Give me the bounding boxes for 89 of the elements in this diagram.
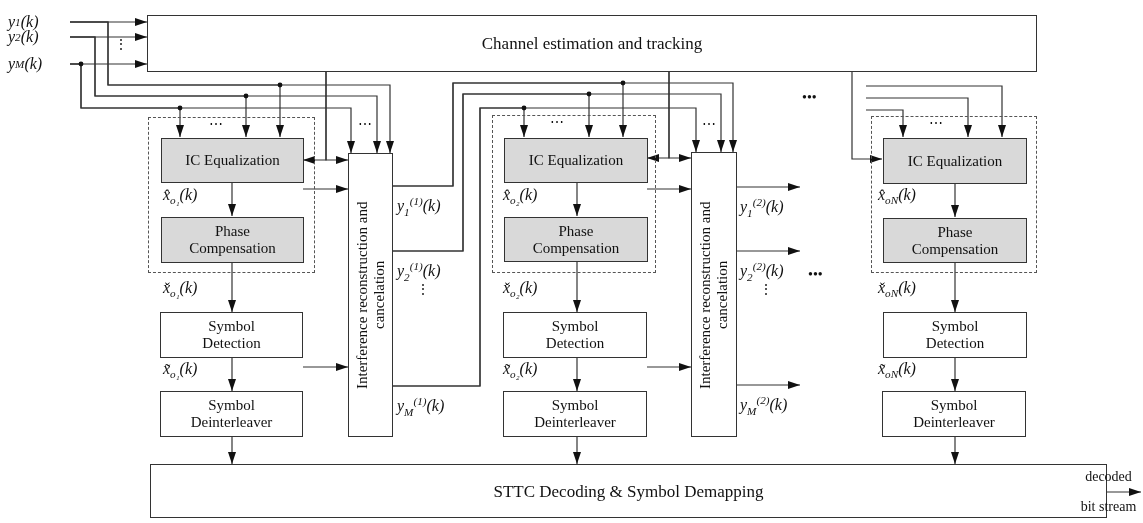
ellipsis-dots: ⋯ [358, 118, 372, 132]
edge-label: x̂$_{o₂}$(k) [503, 186, 538, 209]
edge-label: x̌$_{o₁}$(k) [163, 279, 198, 302]
arrow [865, 109, 907, 138]
box-label: Symbol Deinterleaver [189, 397, 274, 431]
ellipsis-dots: ••• [802, 91, 817, 105]
arrow [392, 82, 737, 187]
arrow [736, 381, 801, 389]
arrow [1106, 488, 1142, 496]
box-label: Phase Compensation [910, 223, 1000, 258]
arrow [228, 436, 236, 465]
arrow [668, 71, 692, 162]
arrow [865, 97, 972, 138]
process-box [504, 138, 648, 183]
arrow [951, 182, 959, 218]
process-box [161, 138, 304, 183]
process-box [883, 138, 1027, 184]
dashed-group-box [148, 117, 315, 273]
arrow [951, 357, 959, 392]
process-box [160, 391, 303, 437]
box-label: Phase Compensation [531, 222, 621, 257]
box-label: Symbol Detection [924, 318, 986, 352]
box-label: IC Equalization [185, 152, 280, 169]
arrow [228, 261, 236, 313]
box-label: Symbol Detection [201, 318, 262, 352]
box-label: IC Equalization [528, 152, 624, 169]
edge-label: y$_{2}$$^{(1)}$(k) [397, 259, 441, 284]
edge-label: x̌$_{o₂}$(k) [503, 279, 538, 302]
arrow [302, 185, 349, 193]
edge-label: x̃$_{oN}$(k) [878, 360, 916, 383]
arrow [573, 436, 581, 465]
edge-label: y$_{1}$$^{(1)}$(k) [397, 194, 441, 220]
arrow [865, 85, 1006, 138]
process-box [883, 312, 1027, 358]
edge-label: x̂$_{o₁}$(k) [163, 186, 198, 209]
arrow [392, 107, 700, 387]
box-label: Symbol Detection [544, 318, 606, 352]
process-box [882, 391, 1026, 437]
edge-label: y$_{M}$$^{(2)}$(k) [740, 393, 788, 419]
edge-label: y$_{1}$$^{(2)}$(k) [740, 195, 784, 221]
process-box [503, 391, 647, 437]
arrow [302, 363, 349, 371]
arrow [951, 436, 959, 465]
ellipsis-dots: ⋯ [929, 117, 943, 131]
arrow [736, 247, 801, 255]
arrow [228, 181, 236, 217]
box-label: Channel estimation and tracking [481, 35, 703, 52]
box-label: IC Equalization [907, 152, 1003, 170]
dashed-group-box [871, 116, 1037, 273]
arrow [851, 71, 883, 163]
box-label: Symbol Deinterleaver [533, 397, 617, 431]
arrow [573, 181, 581, 217]
process-box [147, 15, 1037, 72]
box-label: Symbol Deinterleaver [912, 397, 996, 431]
process-box [348, 153, 393, 437]
process-box [161, 217, 304, 263]
ellipsis-dots: ⋮ [114, 38, 128, 52]
box-label: Phase Compensation [188, 223, 277, 257]
arrow [573, 260, 581, 313]
box-label: STTC Decoding & Symbol Demapping [493, 482, 764, 500]
arrow [228, 357, 236, 392]
dashed-group-box [492, 115, 656, 273]
edge-label: x̂$_{oN}$(k) [878, 186, 916, 209]
process-box [504, 217, 648, 262]
box-label: Interference reconstruction and cancelation [353, 200, 388, 391]
arrow [646, 363, 692, 371]
ellipsis-dots: ••• [808, 268, 823, 282]
edge-label: x̃$_{o₁}$(k) [163, 360, 198, 383]
ellipsis-dots: ⋯ [209, 118, 223, 132]
process-box [691, 152, 737, 437]
process-box [503, 312, 647, 358]
box-label: Interference reconstruction and cancelation [697, 199, 731, 391]
arrow [951, 261, 959, 313]
edge-label: x̃$_{o₂}$(k) [503, 360, 538, 383]
edge-label: x̌$_{oN}$(k) [878, 279, 916, 302]
arrow [325, 71, 349, 164]
edge-label: y$_{M}$$^{(1)}$(k) [397, 394, 445, 420]
arrow [392, 93, 725, 252]
ellipsis-dots: ⋯ [702, 118, 716, 132]
ellipsis-dots: ⋮ [416, 283, 430, 297]
arrow [646, 185, 692, 193]
process-box [883, 218, 1027, 263]
ellipsis-dots: ⋮ [759, 283, 773, 297]
arrow [736, 183, 801, 191]
ellipsis-dots: ⋯ [550, 116, 564, 130]
arrow [69, 63, 355, 154]
process-box [160, 312, 303, 358]
edge-label: y$_{2}$$^{(2)}$(k) [740, 259, 784, 284]
arrow [573, 357, 581, 392]
